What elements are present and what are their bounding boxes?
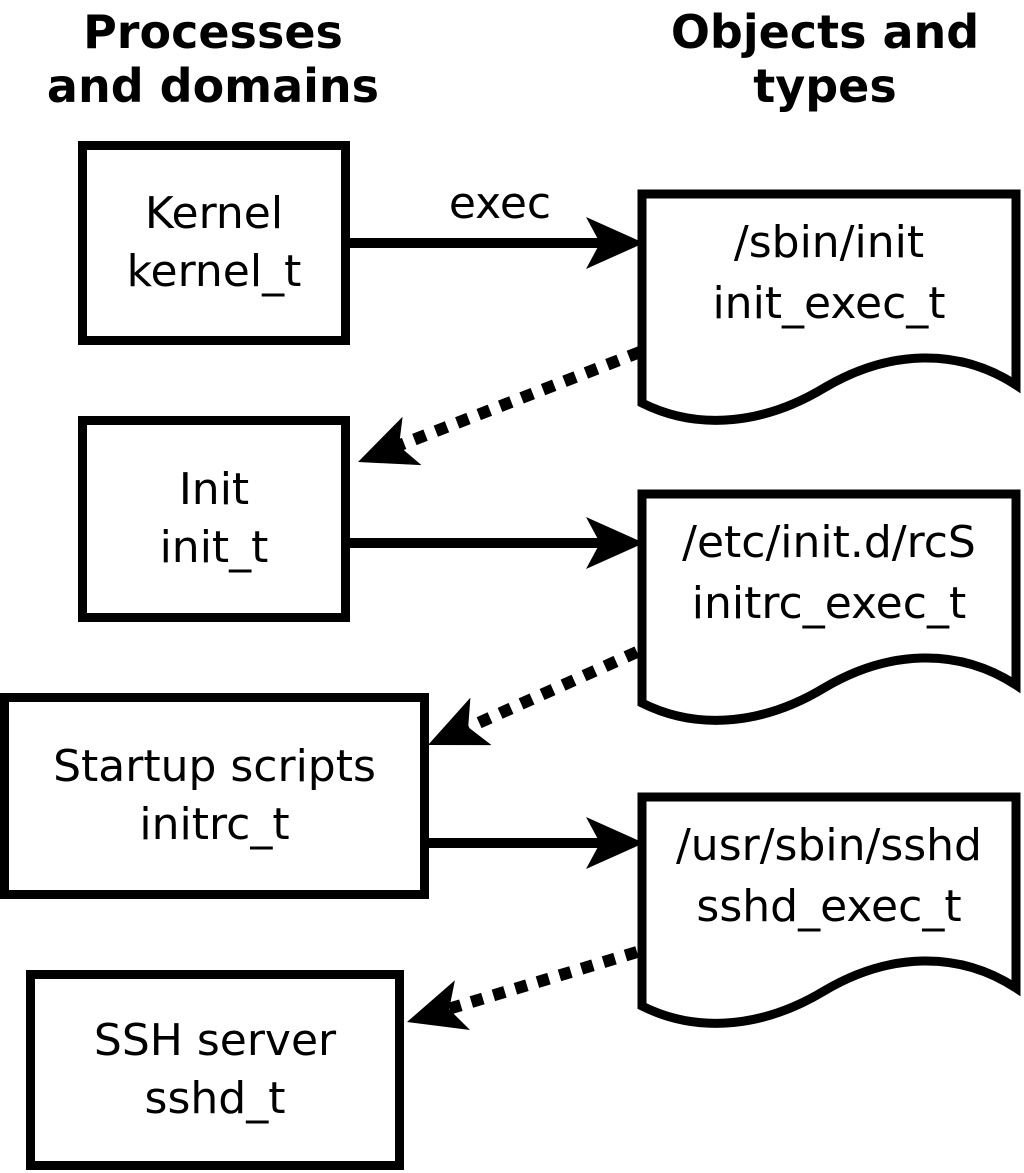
transition-arrow-sbin-init-to-init [358,346,643,466]
process-box-init: Init init_t [78,416,350,622]
arrowhead-icon [407,980,471,1031]
column-header-objects: Objects and types [645,5,1005,114]
process-box-kernel: Kernel kernel_t [78,141,350,345]
object-label-etc-initd-rcs: /etc/init.d/rcS initrc_exec_t [642,494,1016,654]
process-name: Kernel [144,187,284,239]
process-name: SSH server [93,1014,337,1066]
column-header-processes: Processes and domains [33,5,393,114]
process-name: Startup scripts [53,740,376,792]
exec-arrow-init-to-rcs [344,517,644,569]
arrowhead-icon [358,416,422,466]
transition-arrow-sshd-to-sshd-t [407,946,639,1031]
arrowhead-icon [586,517,644,569]
column-header-objects-line1: Objects and [670,5,980,59]
arrowhead-icon [428,697,492,746]
document-shape-usr-sbin-sshd [637,792,1021,1028]
object-type: sshd_exec_t [696,881,962,932]
exec-edge-label: exec [448,178,552,229]
arrowhead-icon [586,217,644,269]
object-path: /etc/init.d/rcS [682,517,976,569]
process-domain-type: initrc_t [139,799,290,850]
object-path: /usr/sbin/sshd [675,820,982,872]
column-header-processes-line2: and domains [46,59,380,114]
arrowhead-icon [586,817,644,869]
object-type: initrc_exec_t [691,578,967,629]
process-name: Init [178,463,250,515]
exec-arrow-initrc-to-sshd [423,817,644,869]
process-box-startup-scripts: Startup scripts initrc_t [0,693,429,899]
column-header-processes-line1: Processes [83,5,343,59]
object-type: init_exec_t [712,278,946,329]
document-shape-etc-initd-rcs [637,489,1021,725]
object-label-usr-sbin-sshd: /usr/sbin/sshd sshd_exec_t [642,797,1016,957]
exec-arrow-kernel-to-sbin-init [344,217,644,269]
process-domain-type: init_t [159,522,269,573]
object-path: /sbin/init [733,217,925,269]
object-label-sbin-init: /sbin/init init_exec_t [642,194,1016,354]
transition-arrow-rcs-to-initrc [428,646,640,746]
process-domain-type: sshd_t [144,1073,286,1124]
process-domain-type: kernel_t [126,246,302,297]
document-shape-sbin-init [637,189,1021,425]
column-header-objects-line2: types [753,59,897,114]
process-box-ssh-server: SSH server sshd_t [26,970,404,1170]
